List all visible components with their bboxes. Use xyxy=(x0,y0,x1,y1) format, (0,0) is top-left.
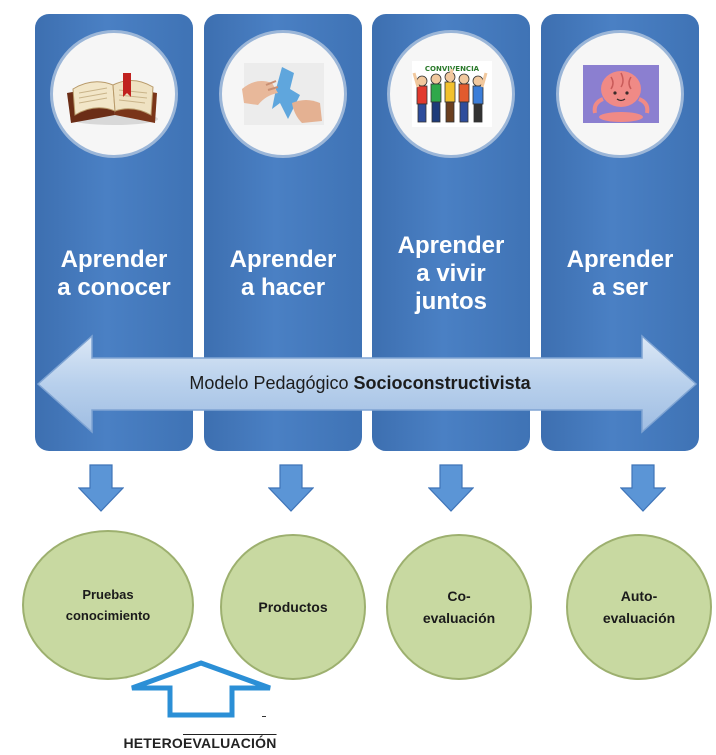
pillar-title-line: a ser xyxy=(591,274,649,301)
eval-circle-productos: Productos xyxy=(220,534,366,680)
pillar-title: Aprender a ser xyxy=(545,246,695,302)
pillar-title-line: Aprender xyxy=(60,246,168,273)
hands-paper-icon xyxy=(219,30,347,158)
hetero-label-part: HETERO xyxy=(123,735,183,751)
pillar-title: Aprender a conocer xyxy=(39,246,189,302)
heteroevaluacion-label: HETEROEVALUACIÓN xyxy=(120,735,280,751)
pillar-title: Aprender a vivir juntos xyxy=(376,232,526,316)
small-dash xyxy=(262,716,266,717)
convivencia-label: CONVIVENCIA xyxy=(425,65,480,73)
down-arrow-icon xyxy=(620,464,666,512)
pillar-title-line: a conocer xyxy=(57,274,171,301)
pillar-title: Aprender a hacer xyxy=(208,246,358,302)
hetero-label-part: EVALUACIÓN xyxy=(183,735,277,751)
down-arrow-icon xyxy=(428,464,474,512)
up-arrow-outline-icon xyxy=(131,660,271,718)
eval-label-line: evaluación xyxy=(422,610,496,626)
book-icon xyxy=(50,30,178,158)
eval-label-line: Co- xyxy=(447,588,471,604)
down-arrow-icon xyxy=(268,464,314,512)
pillar-title-line: Aprender xyxy=(229,246,337,273)
eval-circle-auto-evaluacion: Auto- evaluación xyxy=(566,534,712,680)
meditating-brain-icon xyxy=(556,30,684,158)
eval-circle-co-evaluacion: Co- evaluación xyxy=(386,534,532,680)
eval-circle-pruebas: Pruebas conocimiento xyxy=(22,530,194,680)
pillar-title-line: juntos xyxy=(415,288,487,315)
double-arrow-shape xyxy=(36,334,698,434)
eval-label-line: Productos xyxy=(258,599,328,615)
pillar-title-line: Aprender xyxy=(566,246,674,273)
model-label-emphasis: Socioconstructivista xyxy=(353,373,531,393)
pillar-title-line: a vivir xyxy=(416,260,486,287)
model-label-prefix: Modelo Pedagógico xyxy=(189,373,349,393)
model-label: Modelo Pedagógico Socioconstructivista xyxy=(80,373,640,394)
eval-label-line: Pruebas xyxy=(82,587,134,602)
eval-label-line: Auto- xyxy=(620,588,658,604)
pillar-title-line: Aprender xyxy=(397,232,505,259)
group-people-icon: CONVIVENCIA xyxy=(387,30,515,158)
down-arrow-icon xyxy=(78,464,124,512)
eval-label-line: conocimiento xyxy=(65,608,151,623)
pillar-title-line: a hacer xyxy=(240,274,326,301)
eval-label-line: evaluación xyxy=(602,610,676,626)
